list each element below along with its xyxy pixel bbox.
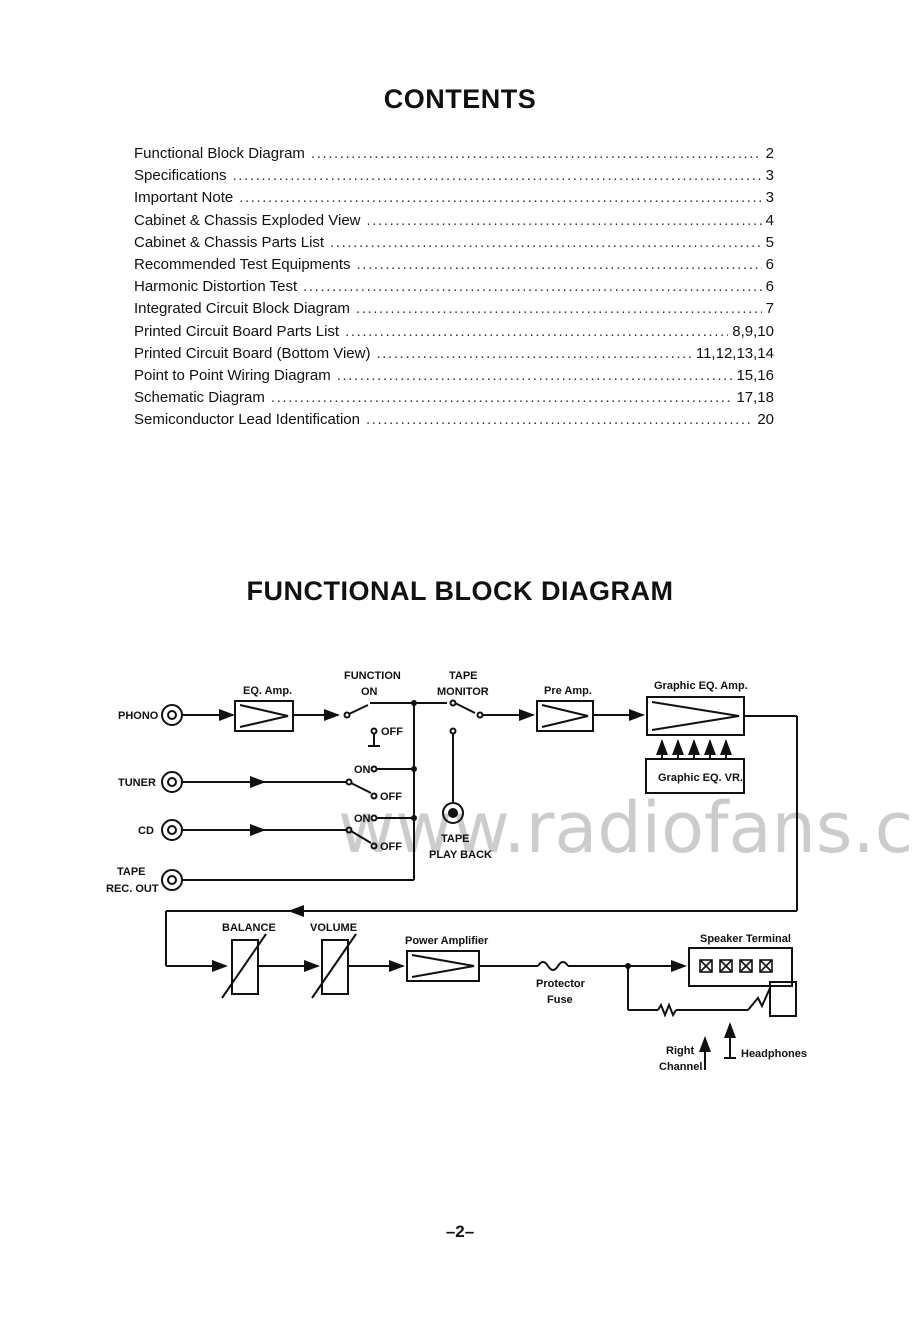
tuner-jack-icon [161, 771, 183, 793]
label-fuse: Fuse [547, 994, 573, 1006]
label-protector: Protector [536, 978, 586, 990]
label-tape: TAPE [117, 866, 146, 878]
toc-entry-page: 8,9,10 [732, 322, 774, 340]
toc-entry-page: 4 [765, 211, 774, 229]
block-diagram-title: FUNCTIONAL BLOCK DIAGRAM [246, 576, 674, 606]
label-power-amplifier: Power Amplifier [405, 935, 489, 947]
toc-entry: Recommended Test Equipments 6 [134, 256, 774, 278]
label-volume: VOLUME [310, 922, 357, 934]
toc-entry-page: 6 [765, 255, 774, 273]
toc-entry: Cabinet & Chassis Exploded View 4 [134, 212, 774, 234]
label-tuner: TUNER [118, 777, 156, 789]
watermark: www.radiofans.c [338, 787, 913, 869]
label-cd: CD [138, 825, 154, 837]
toc-entry: Important Note 3 [134, 189, 774, 211]
label-speaker-terminal: Speaker Terminal [700, 933, 791, 945]
toc-entry-page: 6 [765, 278, 774, 296]
toc-entry: Integrated Circuit Block Diagram 7 [134, 300, 774, 322]
toc-entry: Harmonic Distortion Test 6 [134, 278, 774, 300]
toc-entry-page: 5 [765, 233, 774, 251]
toc-entry-page: 3 [765, 167, 774, 185]
volume-block [321, 939, 349, 995]
toc-entry: Cabinet & Chassis Parts List 5 [134, 234, 774, 256]
balance-block [231, 939, 259, 995]
label-channel: Channel [659, 1061, 702, 1073]
toc-entry-page: 11,12,13,14 [695, 344, 774, 362]
resistor-icon [657, 1002, 677, 1018]
label-eq-amp: EQ. Amp. [243, 685, 292, 697]
label-cd-on: ON [354, 813, 371, 825]
toc-entry-label: Printed Circuit Board (Bottom View) [134, 344, 371, 362]
toc-entry-label: Harmonic Distortion Test [134, 278, 298, 296]
page-number: –2– [445, 1222, 475, 1241]
toc-entry-label: Recommended Test Equipments [134, 255, 351, 273]
toc-entry-label: Semiconductor Lead Identification [134, 411, 360, 429]
toc-entry-page: 17,18 [736, 389, 774, 407]
contents-title: CONTENTS [383, 84, 537, 114]
toc-entry: Point to Point Wiring Diagram 15,16 [134, 367, 774, 389]
speaker-terminal-icons [699, 959, 773, 973]
label-graphic-eq-amp: Graphic EQ. Amp. [654, 680, 748, 692]
toc-entry-label: Point to Point Wiring Diagram [134, 366, 331, 384]
toc-entry: Functional Block Diagram 2 [134, 145, 774, 167]
toc-entry-label: Important Note [134, 189, 234, 207]
toc-entry-page: 3 [765, 189, 774, 207]
label-pre-amp: Pre Amp. [544, 685, 592, 697]
label-right: Right [666, 1045, 694, 1057]
toc-entry-label: Cabinet & Chassis Exploded View [134, 211, 361, 229]
toc-entry-label: Integrated Circuit Block Diagram [134, 300, 350, 318]
label-balance: BALANCE [222, 922, 276, 934]
phono-jack-icon [161, 704, 183, 726]
label-tape-monitor-1: TAPE [449, 670, 478, 682]
toc-entry-page: 15,16 [736, 366, 774, 384]
label-function-off: OFF [381, 726, 403, 738]
toc-entry: Printed Circuit Board Parts List 8,9,10 [134, 323, 774, 345]
fuse-icon [537, 961, 569, 971]
label-cd-off: OFF [380, 841, 402, 853]
label-tuner-off: OFF [380, 791, 402, 803]
label-tuner-on: ON [354, 764, 371, 776]
toc-entry-page: 2 [765, 145, 774, 162]
label-tape-play-back-1: TAPE [441, 833, 470, 845]
label-function-on: ON [361, 686, 378, 698]
label-tape-play-back-2: PLAY BACK [429, 849, 492, 861]
toc-entry-page: 7 [765, 300, 774, 318]
toc-entry: Schematic Diagram 17,18 [134, 389, 774, 411]
toc-entry: Printed Circuit Board (Bottom View) 11,12… [134, 345, 774, 367]
toc-entry-label: Cabinet & Chassis Parts List [134, 233, 325, 251]
label-graphic-eq-vr: Graphic EQ. VR. [658, 772, 743, 784]
cd-jack-icon [161, 819, 183, 841]
toc-entry: Specifications 3 [134, 167, 774, 189]
toc-entry-page: 20 [757, 411, 774, 429]
toc-entry-label: Specifications [134, 167, 227, 185]
label-tape-monitor-2: MONITOR [437, 686, 489, 698]
label-function: FUNCTION [344, 670, 401, 682]
label-headphones: Headphones [741, 1048, 807, 1060]
label-phono: PHONO [118, 710, 159, 722]
toc-entry: Semiconductor Lead Identification 20 [134, 411, 774, 433]
label-rec-out: REC. OUT [106, 883, 159, 895]
toc-entry-label: Functional Block Diagram [134, 145, 305, 162]
toc-entry-label: Printed Circuit Board Parts List [134, 322, 340, 340]
speaker-terminal-block [688, 947, 793, 987]
tape-play-back-jack-icon [442, 802, 464, 824]
tape-rec-out-jack-icon [161, 869, 183, 891]
headphone-jack-icon [769, 981, 797, 1017]
toc-entry-label: Schematic Diagram [134, 389, 265, 407]
